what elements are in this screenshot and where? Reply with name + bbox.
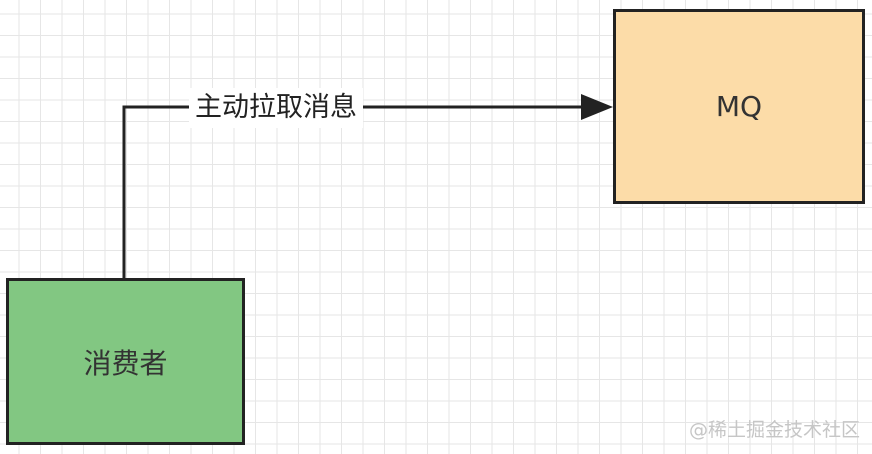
connector-line (122, 105, 584, 278)
node-mq: MQ (613, 9, 865, 204)
edge-label-pull-messages: 主动拉取消息 (189, 88, 363, 128)
node-consumer: 消费者 (6, 278, 245, 445)
watermark: @稀土掘金技术社区 (688, 419, 860, 441)
arrowhead-icon (581, 94, 613, 120)
